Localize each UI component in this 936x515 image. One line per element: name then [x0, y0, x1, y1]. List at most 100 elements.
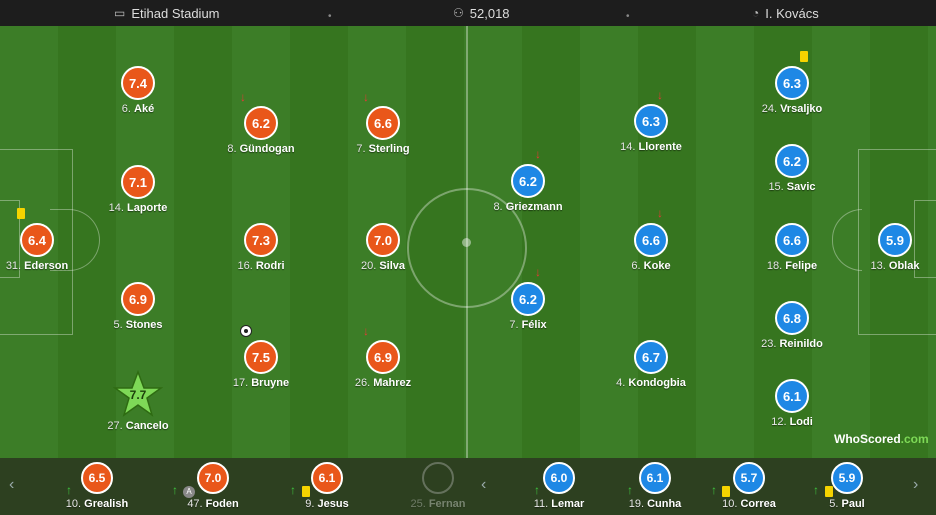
chevron-left-icon[interactable]: ‹ [481, 476, 487, 493]
substituted-on-icon: ↑ [66, 483, 72, 497]
player-felipe[interactable]: 6.6 18. Felipe [737, 223, 847, 272]
player-ake[interactable]: 7.4 6. Aké [83, 66, 193, 115]
referee-name: I. Kovács [765, 5, 819, 21]
substituted-on-icon: ↑ [813, 483, 819, 497]
player-name: 25. Fernan [410, 498, 466, 510]
player-rodri[interactable]: 7.3 16. Rodri [206, 223, 316, 272]
player-stones[interactable]: 6.9 5. Stones [83, 282, 193, 331]
right-goal-area [914, 200, 936, 278]
substituted-off-icon: ↓ [535, 147, 541, 161]
player-name: 17. Bruyne [232, 377, 290, 389]
player-rating: 6.1 [639, 462, 671, 494]
player-name: 24. Vrsaljko [761, 103, 823, 115]
match-info-bar: ▭ Etihad Stadium ⚇ 52,018 ◔ I. Kovács [0, 0, 936, 26]
player-rating: 6.9 [366, 340, 400, 374]
player-name: 31. Ederson [5, 260, 69, 272]
yellow-card-icon [302, 486, 310, 497]
substituted-off-icon: ↓ [363, 324, 369, 338]
substituted-off-icon: ↓ [535, 265, 541, 279]
player-rating: 7.7 [129, 388, 147, 402]
player-rating: 6.0 [543, 462, 575, 494]
player-rating: 6.2 [511, 164, 545, 198]
player-name: 27. Cancelo [107, 420, 169, 432]
player-kondogbia[interactable]: 6.7 4. Kondogbia [596, 340, 706, 389]
player-griezmann[interactable]: 6.2 8. Griezmann [473, 164, 583, 213]
substituted-off-icon: ↓ [240, 90, 246, 104]
player-name: 15. Savic [768, 181, 816, 193]
stadium-name: Etihad Stadium [131, 5, 220, 21]
chevron-left-icon[interactable]: ‹ [9, 476, 15, 493]
substituted-off-icon: ↓ [657, 88, 663, 102]
sub-jesus[interactable]: 6.1 9. Jesus [282, 462, 372, 510]
player-rating: 5.9 [878, 223, 912, 257]
player-ederson[interactable]: 6.4 31. Ederson [0, 223, 92, 272]
pitch: 7.4 6. Aké 6.2 8. Gündogan ↓ 6.6 7. Ster… [0, 26, 936, 458]
stadium-info: ▭ Etihad Stadium [114, 0, 220, 26]
player-rating: 6.6 [775, 223, 809, 257]
player-koke[interactable]: 6.6 6. Koke [596, 223, 706, 272]
substituted-on-icon: ↑ [711, 483, 717, 497]
player-name: 9. Jesus [305, 498, 349, 510]
player-name: 8. Griezmann [493, 201, 563, 213]
center-spot [462, 238, 471, 247]
player-rating: 6.3 [634, 104, 668, 138]
player-llorente[interactable]: 6.3 14. Llorente [596, 104, 706, 153]
player-cancelo[interactable]: 7.7 27. Cancelo [83, 370, 193, 432]
sub-grealish[interactable]: 6.5 10. Grealish [52, 462, 142, 510]
chevron-right-icon[interactable]: › [913, 476, 919, 493]
player-mahrez[interactable]: 6.9 26. Mahrez [328, 340, 438, 389]
substituted-on-icon: ↑ [290, 483, 296, 497]
player-name: 14. Laporte [108, 202, 168, 214]
player-silva[interactable]: 7.0 20. Silva [328, 223, 438, 272]
referee-info: ◔ I. Kovács [752, 0, 819, 26]
yellow-card-icon [722, 486, 730, 497]
player-name: 5. Paul [829, 498, 865, 510]
player-name: 6. Aké [121, 103, 155, 115]
substituted-off-icon: ↓ [657, 206, 663, 220]
player-name: 13. Oblak [870, 260, 920, 272]
yellow-card-icon [17, 208, 25, 219]
player-name: 6. Koke [631, 260, 671, 272]
substituted-on-icon: ↑ [534, 483, 540, 497]
separator-dot [328, 7, 332, 11]
player-felix[interactable]: 6.2 7. Félix [473, 282, 583, 331]
player-rating: 6.2 [511, 282, 545, 316]
player-rating: 6.6 [634, 223, 668, 257]
player-name: 4. Kondogbia [616, 377, 686, 389]
substituted-on-icon: ↑ [172, 483, 178, 497]
player-rating: 7.4 [121, 66, 155, 100]
player-rating: 6.5 [81, 462, 113, 494]
player-name: 47. Foden [187, 498, 239, 510]
player-name: 23. Reinildo [761, 338, 823, 350]
player-oblak[interactable]: 5.9 13. Oblak [840, 223, 936, 272]
sub-cunha[interactable]: 6.1 19. Cunha [610, 462, 700, 510]
yellow-card-icon [800, 51, 808, 62]
sub-foden[interactable]: 7.0 47. Foden [168, 462, 258, 510]
player-rating: 6.2 [775, 144, 809, 178]
player-reinildo[interactable]: 6.8 23. Reinildo [737, 301, 847, 350]
sub-correa[interactable]: 5.7 10. Correa [704, 462, 794, 510]
separator-dot [626, 7, 630, 11]
player-gundogan[interactable]: 6.2 8. Gündogan [206, 106, 316, 155]
player-bruyne[interactable]: 7.5 17. Bruyne [206, 340, 316, 389]
left-goal-area [0, 200, 20, 278]
player-savic[interactable]: 6.2 15. Savic [737, 144, 847, 193]
player-name: 5. Stones [113, 319, 163, 331]
player-rating: 6.9 [121, 282, 155, 316]
player-laporte[interactable]: 7.1 14. Laporte [83, 165, 193, 214]
substituted-on-icon: ↑ [627, 483, 633, 497]
player-rating [422, 462, 454, 494]
player-sterling[interactable]: 6.6 7. Sterling [328, 106, 438, 155]
sub-fernan[interactable]: 25. Fernan [393, 462, 483, 510]
sub-paul[interactable]: 5.9 5. Paul [802, 462, 892, 510]
player-vrsaljko[interactable]: 6.3 24. Vrsaljko [737, 66, 847, 115]
player-name: 7. Sterling [356, 143, 410, 155]
player-lodi[interactable]: 6.1 12. Lodi [737, 379, 847, 428]
sub-lemar[interactable]: 6.0 11. Lemar [514, 462, 604, 510]
player-rating: 5.7 [733, 462, 765, 494]
player-name: 8. Gündogan [227, 143, 295, 155]
player-rating: 5.9 [831, 462, 863, 494]
player-name: 7. Félix [509, 319, 547, 331]
player-rating: 6.3 [775, 66, 809, 100]
player-name: 26. Mahrez [354, 377, 412, 389]
